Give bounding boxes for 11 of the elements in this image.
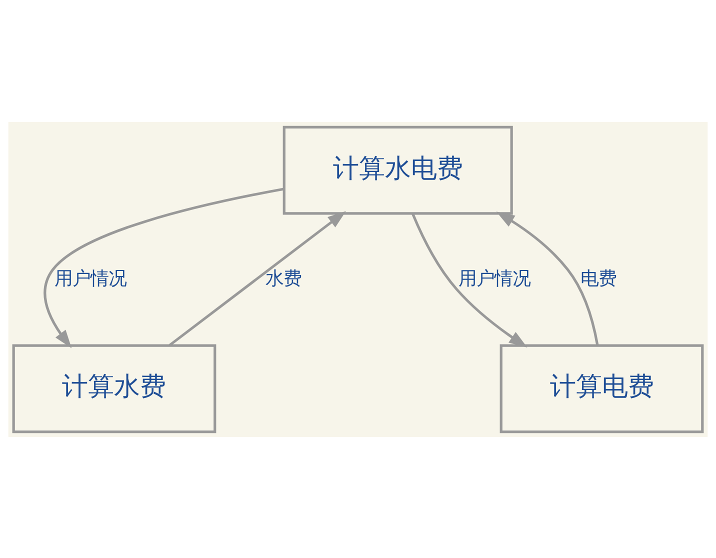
node-box: 计算水电费 <box>282 125 513 214</box>
node-box: 计算水费 <box>12 344 216 433</box>
arrow <box>44 187 284 348</box>
edge-label: 电费 <box>580 268 616 289</box>
arrow <box>412 213 528 347</box>
arrow <box>168 210 346 346</box>
arrow <box>496 211 599 345</box>
node-box: 计算电费 <box>500 344 704 433</box>
edge-label: 水费 <box>266 268 302 289</box>
edge-label: 用户情况 <box>458 268 531 289</box>
edge-label: 用户情况 <box>54 268 127 289</box>
